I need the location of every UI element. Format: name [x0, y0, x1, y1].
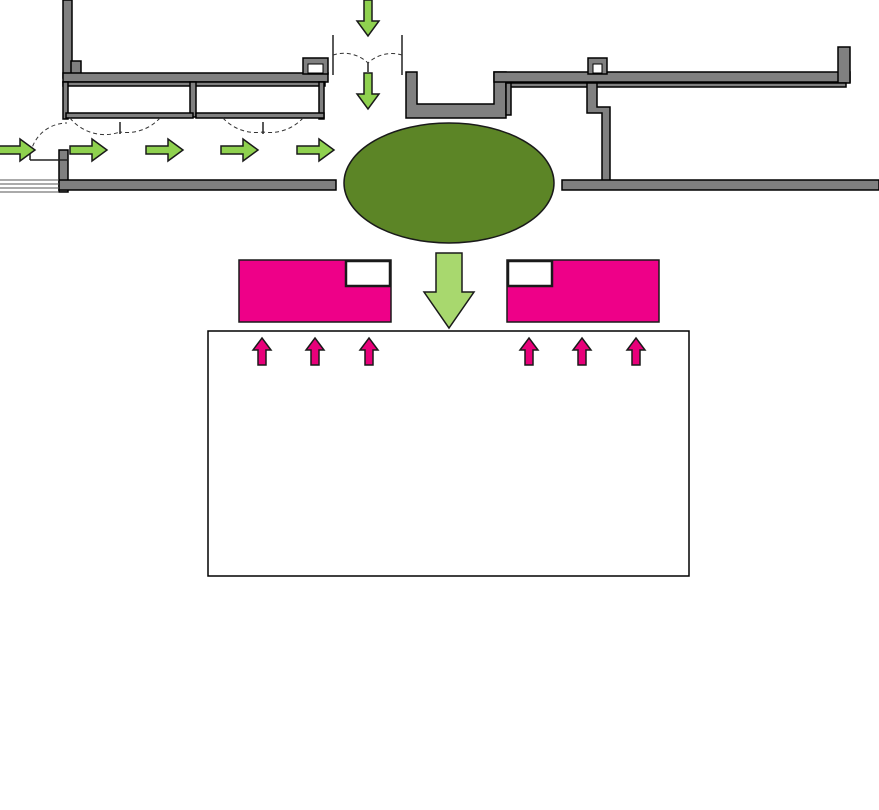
partition-left-divider — [189, 81, 197, 118]
corridor-door-right — [222, 117, 304, 134]
flow-arrow-right — [296, 138, 335, 162]
north-entrance-door — [332, 35, 403, 75]
walls — [0, 0, 879, 193]
wall-right-edge — [837, 46, 851, 84]
big-down-arrow — [422, 252, 476, 330]
wall-right-post-hole — [592, 63, 603, 74]
magenta-block-right — [506, 259, 660, 323]
central-hub-ellipse — [343, 122, 555, 244]
wall-upper-right — [493, 71, 851, 83]
open-space-area — [207, 330, 690, 577]
flow-arrow-down — [356, 0, 380, 37]
wall-right-inner-top — [505, 82, 847, 88]
flow-arrow-down — [356, 72, 380, 110]
flow-arrow-right — [220, 138, 259, 162]
wall-upper-left-post-hole — [307, 63, 324, 74]
doors — [29, 35, 403, 161]
wall-right-south — [561, 179, 879, 191]
flow-arrow-right — [69, 138, 108, 162]
flow-arrow-right — [145, 138, 184, 162]
magenta-block-left — [238, 259, 392, 323]
wall-middle-notch — [405, 71, 507, 119]
wall-upper-left — [62, 72, 329, 83]
wall-left-corner-box — [70, 60, 82, 75]
wall-corridor-south — [58, 179, 337, 191]
partition-bottom-right — [195, 112, 325, 119]
partition-right-side — [318, 81, 325, 120]
partition-left-side — [62, 81, 69, 120]
corridor-door-left — [69, 117, 161, 136]
wall-right-stepped — [586, 82, 611, 183]
threshold-lines — [0, 179, 59, 193]
wall-left-jamb — [58, 149, 69, 193]
partition-bottom-left — [65, 112, 194, 119]
wall-right-inner-stub — [505, 82, 512, 116]
